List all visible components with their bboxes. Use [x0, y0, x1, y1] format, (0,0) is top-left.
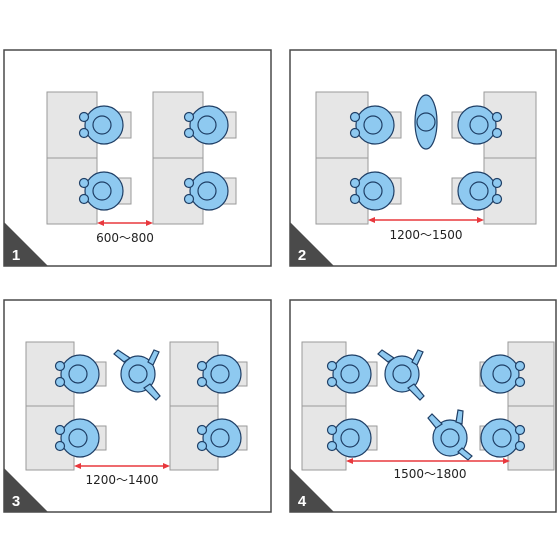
person-icon — [326, 354, 372, 394]
person-icon — [196, 354, 242, 394]
person-icon — [349, 171, 395, 211]
layout-panel-2: 1200～1500 2 — [286, 46, 560, 270]
person-icon — [78, 105, 124, 145]
dimension-line — [346, 458, 510, 464]
person-icon — [457, 171, 503, 211]
dimension-label: 1500～1800 — [393, 467, 466, 481]
layout-diagram-4: 1500～1800 4 — [289, 299, 557, 513]
person-icon — [480, 354, 526, 394]
person-icon — [54, 418, 100, 458]
panel-number: 2 — [298, 247, 306, 264]
dimension-label: 600～800 — [96, 231, 154, 245]
dimension-label: 1200～1400 — [85, 473, 158, 487]
person-icon — [183, 171, 229, 211]
dimension-label: 1200～1500 — [389, 228, 462, 242]
person-icon — [326, 418, 372, 458]
layout-diagram-1: 600～800 1 — [3, 49, 272, 267]
walking-person-icon — [377, 349, 425, 401]
layout-panel-4: 1500～1800 4 — [286, 298, 560, 516]
panel-number: 3 — [12, 493, 20, 510]
panel-number-badge — [290, 222, 334, 266]
walking-person-icon — [414, 94, 438, 150]
dimension-line — [74, 463, 170, 469]
panel-number-badge — [4, 468, 48, 512]
panel-number: 1 — [12, 247, 20, 264]
person-icon — [349, 105, 395, 145]
panel-number-badge — [290, 468, 334, 512]
person-icon — [480, 418, 526, 458]
person-icon — [183, 105, 229, 145]
person-icon — [78, 171, 124, 211]
person-icon — [196, 418, 242, 458]
layout-panel-3: 1200～1400 3 — [0, 298, 275, 516]
person-icon — [457, 105, 503, 145]
panel-number: 4 — [298, 493, 307, 510]
panel-number-badge — [4, 222, 48, 266]
walking-person-icon — [427, 409, 473, 461]
dimension-line — [97, 220, 153, 226]
layout-panel-1: 600～800 1 — [0, 46, 275, 270]
layout-diagram-2: 1200～1500 2 — [289, 49, 557, 267]
layout-diagram-3: 1200～1400 3 — [3, 299, 272, 513]
walking-person-icon — [113, 349, 161, 401]
dimension-line — [368, 217, 484, 223]
person-icon — [54, 354, 100, 394]
